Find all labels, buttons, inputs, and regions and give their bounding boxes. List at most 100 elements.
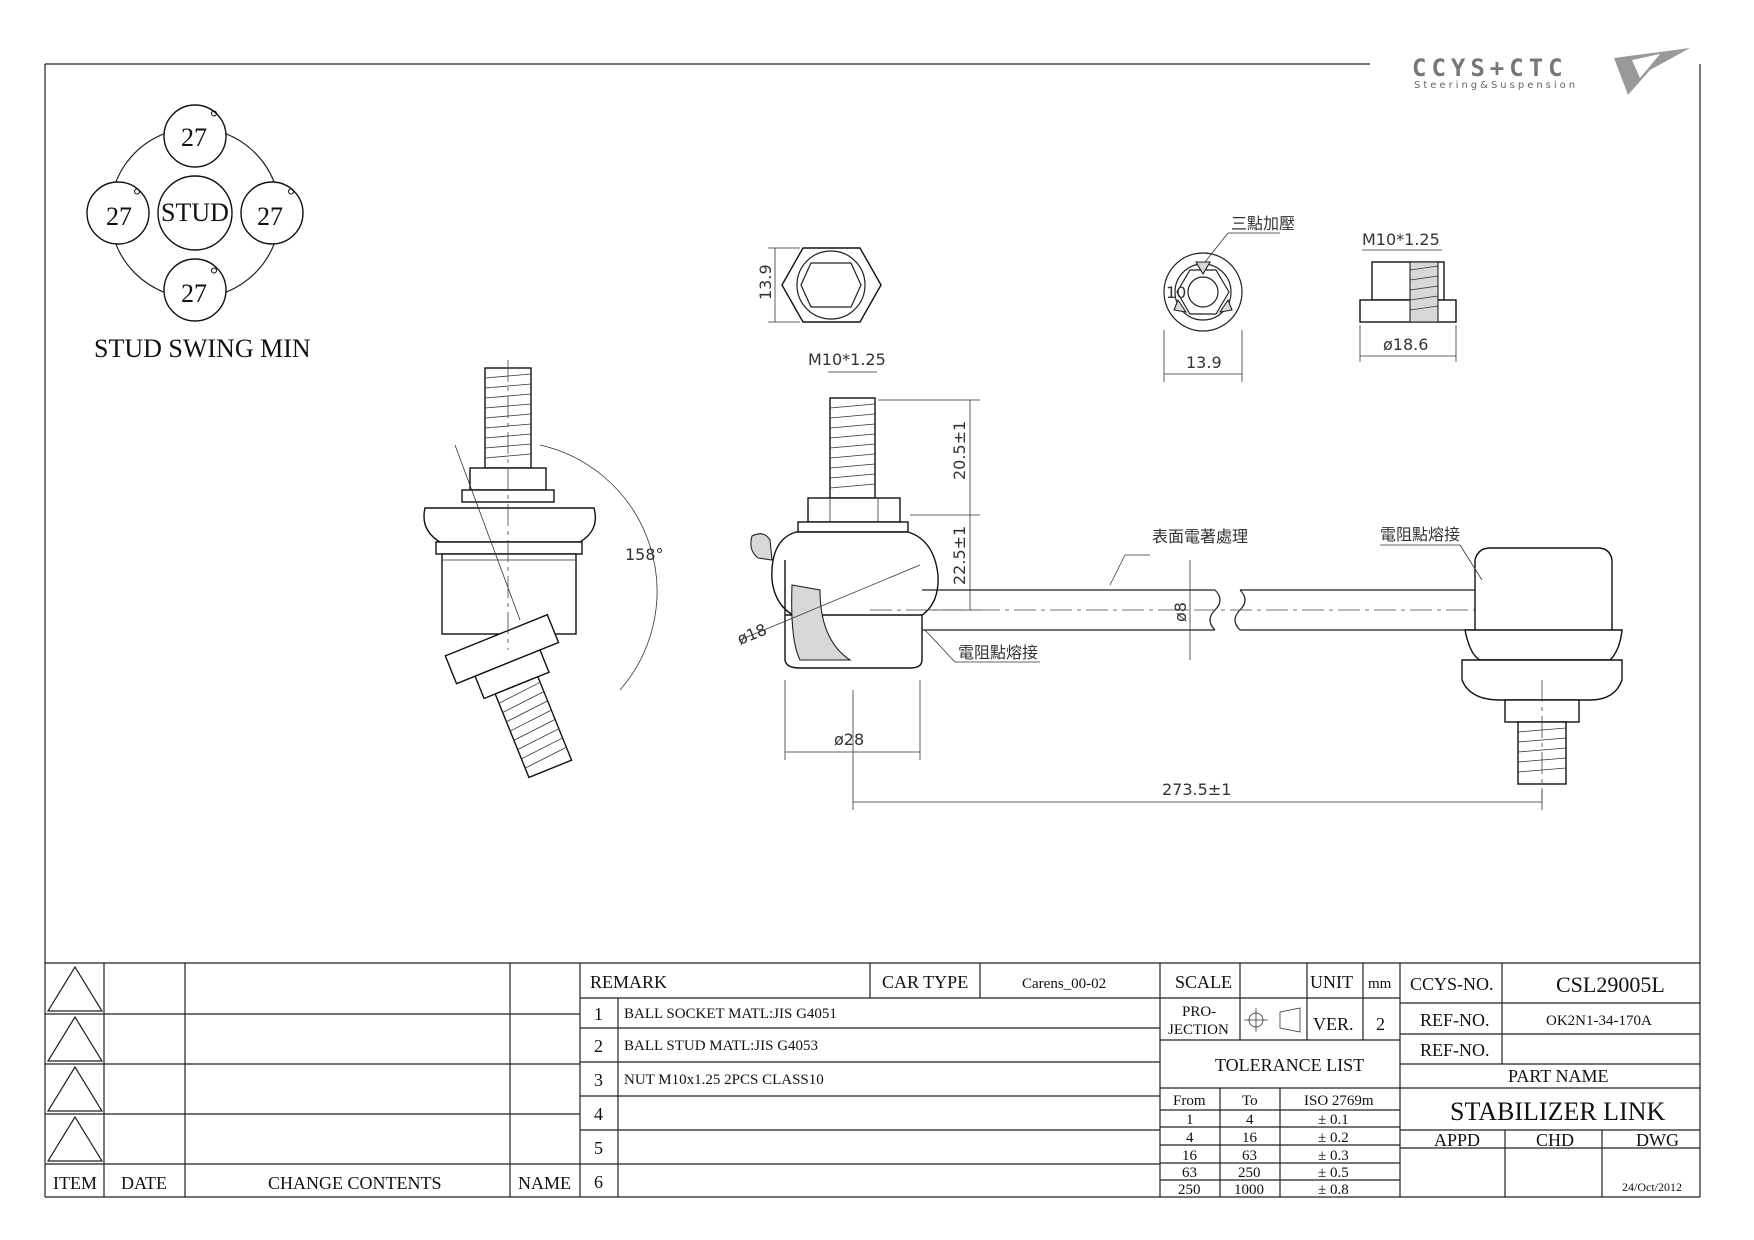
scale-label: SCALE bbox=[1175, 972, 1232, 992]
dim-swing-angle: 158° bbox=[625, 545, 664, 564]
projection-symbol-icon bbox=[1244, 1007, 1301, 1033]
revision-triangles bbox=[46, 965, 104, 1162]
dim-nut-flange-dia: ø18.6 bbox=[1383, 335, 1428, 354]
note-three-point-press: 三點加壓 bbox=[1231, 214, 1295, 233]
remark-row-1: BALL SOCKET MATL:JIS G4051 bbox=[624, 1006, 837, 1022]
swing-angle-view: 158° bbox=[423, 360, 664, 779]
flange-nut-side-view: M10*1.25 ø18.6 bbox=[1359, 230, 1457, 362]
logo-mark bbox=[1614, 48, 1690, 95]
svg-text:6: 6 bbox=[594, 1172, 603, 1192]
dim-stud-length: 20.5±1 bbox=[950, 421, 969, 480]
svg-text:1: 1 bbox=[1186, 1112, 1194, 1128]
swing-caption: STUD SWING MIN bbox=[94, 334, 311, 363]
rev-header-item: ITEM bbox=[53, 1173, 97, 1193]
part-name-label: PART NAME bbox=[1508, 1066, 1608, 1086]
svg-text:± 0.2: ± 0.2 bbox=[1318, 1130, 1349, 1146]
dim-nut-inner: 10 bbox=[1166, 283, 1186, 302]
svg-text:1000: 1000 bbox=[1234, 1182, 1264, 1198]
logo-brand: CCYS+CTC bbox=[1412, 54, 1568, 82]
dim-rod-dia: ø8 bbox=[1171, 602, 1190, 622]
tolerance-header-iso: ISO 2769m bbox=[1304, 1093, 1374, 1109]
swing-angle-bottom: 27 bbox=[181, 279, 207, 308]
stud-swing-diagram: 27 ° 27 ° 27 ° 27 ° STUD STUD SWING MIN bbox=[86, 104, 311, 363]
title-block: CCYS-NO. CSL29005L REF-NO. OK2N1-34-170A… bbox=[1400, 963, 1700, 1197]
scale-block: SCALE UNIT mm PRO- JECTION VER. 2 bbox=[1160, 963, 1401, 1197]
tolerance-header-to: To bbox=[1242, 1093, 1258, 1109]
rev-header-change: CHANGE CONTENTS bbox=[268, 1173, 442, 1193]
remark-rows: 1 BALL SOCKET MATL:JIS G4051 2 BALL STUD… bbox=[594, 1004, 837, 1192]
remark-row-3: NUT M10x1.25 2PCS CLASS10 bbox=[624, 1072, 824, 1088]
tolerance-rows: 1 4 ± 0.1 4 16 ± 0.2 16 63 ± 0.3 63 250 … bbox=[1178, 1112, 1349, 1198]
nut-section-view: 13.9 10 三點加壓 bbox=[1163, 214, 1295, 382]
chd-label: CHD bbox=[1536, 1130, 1574, 1150]
drawing-date: 24/Oct/2012 bbox=[1622, 1180, 1682, 1194]
dim-nut-width: 13.9 bbox=[1186, 353, 1222, 372]
car-type-value: Carens_00-02 bbox=[1022, 976, 1106, 992]
svg-text:4: 4 bbox=[1186, 1130, 1194, 1146]
projection-label-2: JECTION bbox=[1168, 1022, 1229, 1038]
svg-text:4: 4 bbox=[594, 1104, 603, 1124]
ref-no-label-1: REF-NO. bbox=[1420, 1010, 1490, 1030]
remark-row-2: BALL STUD MATL:JIS G4053 bbox=[624, 1038, 818, 1054]
svg-text:5: 5 bbox=[594, 1138, 603, 1158]
svg-text:63: 63 bbox=[1242, 1148, 1257, 1164]
svg-text:± 0.1: ± 0.1 bbox=[1318, 1112, 1349, 1128]
part-name-value: STABILIZER LINK bbox=[1450, 1097, 1665, 1126]
logo-tagline: Steering&Suspension bbox=[1414, 80, 1578, 91]
sheet-border bbox=[44, 63, 1701, 1198]
rev-header-name: NAME bbox=[518, 1173, 571, 1193]
svg-text:16: 16 bbox=[1242, 1130, 1258, 1146]
ver-label: VER. bbox=[1313, 1014, 1354, 1034]
unit-label: UNIT bbox=[1310, 972, 1353, 992]
dim-thread-top: M10*1.25 bbox=[808, 350, 886, 369]
svg-text:63: 63 bbox=[1182, 1165, 1197, 1181]
dim-overall-length: 273.5±1 bbox=[1162, 780, 1231, 799]
svg-text:250: 250 bbox=[1178, 1182, 1201, 1198]
svg-text:1: 1 bbox=[594, 1004, 603, 1024]
tolerance-list: TOLERANCE LIST From To ISO 2769m 1 4 ± 0… bbox=[1160, 1055, 1400, 1198]
company-logo: CCYS+CTC Steering&Suspension bbox=[1412, 48, 1690, 95]
car-type-label: CAR TYPE bbox=[882, 972, 968, 992]
rev-header-date: DATE bbox=[121, 1173, 167, 1193]
svg-text:2: 2 bbox=[594, 1036, 603, 1056]
dim-ball-dia: ø18 bbox=[734, 620, 769, 649]
swing-angle-right: 27 bbox=[257, 202, 283, 231]
ref-no-value-1: OK2N1-34-170A bbox=[1546, 1013, 1652, 1029]
dwg-label: DWG bbox=[1636, 1130, 1679, 1150]
svg-text:± 0.8: ± 0.8 bbox=[1318, 1182, 1349, 1198]
note-spot-weld-left: 電阻點熔接 bbox=[958, 643, 1038, 662]
note-surface-treatment: 表面電著處理 bbox=[1152, 527, 1248, 546]
svg-text:± 0.3: ± 0.3 bbox=[1318, 1148, 1349, 1164]
svg-text:± 0.5: ± 0.5 bbox=[1318, 1165, 1349, 1181]
swing-angle-left: 27 bbox=[106, 202, 132, 231]
ver-value: 2 bbox=[1376, 1014, 1385, 1034]
unit-value: mm bbox=[1368, 976, 1392, 992]
dim-body-height: 22.5±1 bbox=[950, 526, 969, 585]
svg-text:16: 16 bbox=[1182, 1148, 1198, 1164]
hex-nut-top-view: 13.9 bbox=[756, 247, 882, 323]
svg-text:3: 3 bbox=[594, 1070, 603, 1090]
revision-table: ITEM DATE CHANGE CONTENTS NAME bbox=[45, 963, 581, 1197]
main-side-view: M10*1.25 20.5±1 22.5±1 ø18 ø28 電阻點熔接 bbox=[734, 350, 1623, 810]
ref-no-label-2: REF-NO. bbox=[1420, 1040, 1490, 1060]
projection-label-1: PRO- bbox=[1182, 1004, 1216, 1020]
dim-hex-width: 13.9 bbox=[756, 264, 775, 300]
remark-table: REMARK CAR TYPE Carens_00-02 1 BALL SOCK… bbox=[580, 963, 1161, 1197]
svg-text:°: ° bbox=[210, 264, 218, 286]
svg-text:250: 250 bbox=[1238, 1165, 1261, 1181]
svg-text:°: ° bbox=[210, 107, 218, 129]
tolerance-title: TOLERANCE LIST bbox=[1215, 1055, 1364, 1075]
ccys-no-value: CSL29005L bbox=[1556, 972, 1665, 997]
svg-text:°: ° bbox=[133, 185, 141, 207]
swing-center-label: STUD bbox=[161, 198, 229, 227]
dim-thread-nut: M10*1.25 bbox=[1362, 230, 1440, 249]
dim-housing-dia: ø28 bbox=[834, 730, 864, 749]
ccys-no-label: CCYS-NO. bbox=[1410, 974, 1494, 994]
note-spot-weld-right: 電阻點熔接 bbox=[1380, 525, 1460, 544]
remark-header: REMARK bbox=[590, 972, 667, 992]
tolerance-header-from: From bbox=[1173, 1093, 1206, 1109]
swing-angle-top: 27 bbox=[181, 123, 207, 152]
svg-text:°: ° bbox=[287, 185, 295, 207]
appd-label: APPD bbox=[1434, 1130, 1480, 1150]
